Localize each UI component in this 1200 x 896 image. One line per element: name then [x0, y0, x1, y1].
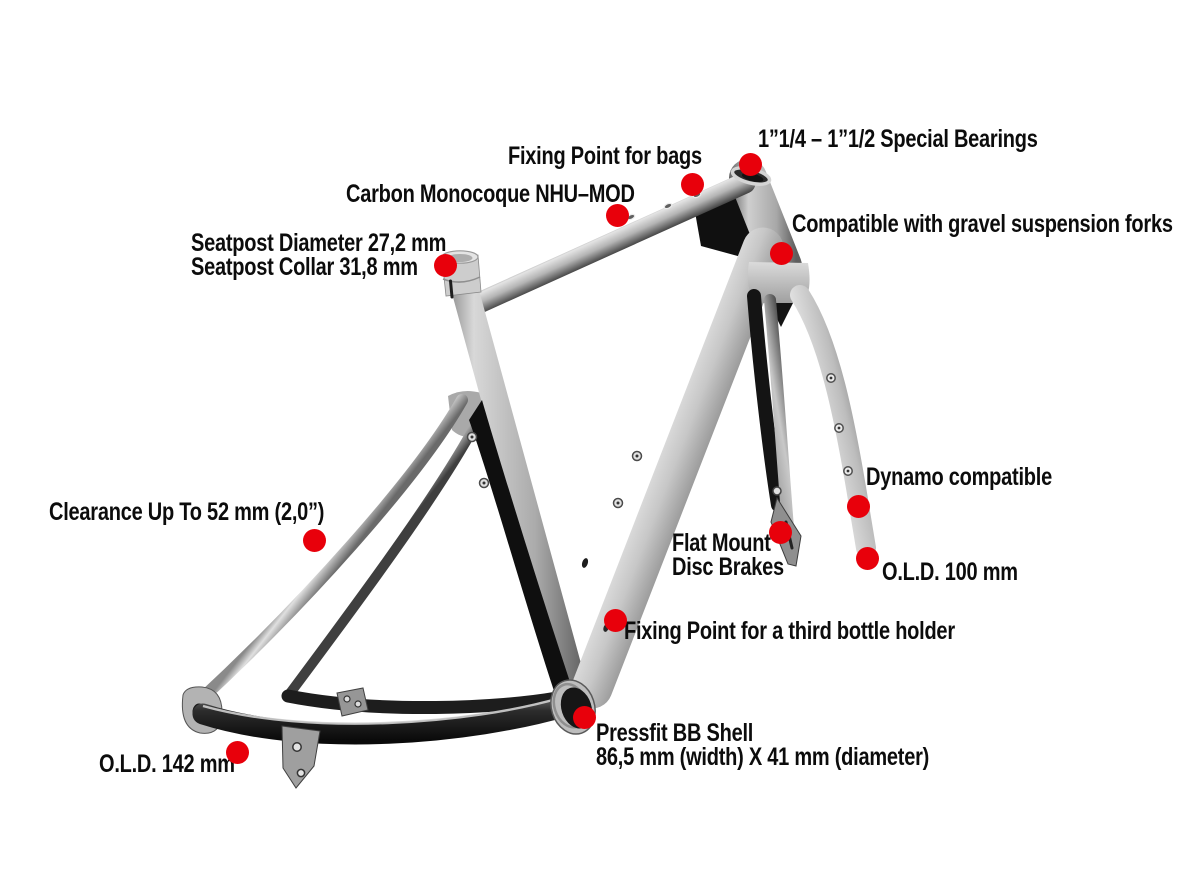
fork-leg-far — [747, 289, 785, 512]
marker-pressfit-bb — [573, 706, 596, 729]
label-fixing-bags: Fixing Point for bags — [508, 142, 702, 170]
marker-special-bearings — [739, 153, 762, 176]
label-special-bearings: 1”1/4 – 1”1/2 Special Bearings — [758, 125, 1038, 153]
label-old-100: O.L.D. 100 mm — [882, 558, 1018, 586]
rear-flat-mount — [336, 687, 369, 717]
fork-leg-inner — [764, 294, 794, 534]
marker-flat-mount — [769, 521, 792, 544]
label-pressfit-bb: Pressfit BB Shell 86,5 mm (width) X 41 m… — [596, 719, 930, 771]
marker-third-bottle — [604, 609, 627, 632]
chainstay-near — [192, 695, 577, 745]
marker-seatpost — [434, 254, 457, 277]
marker-dynamo — [847, 495, 870, 518]
seat-tube-shadow — [469, 400, 576, 700]
label-third-bottle: Fixing Point for a third bottle holder — [624, 617, 955, 645]
label-flat-mount: Flat Mount Disc Brakes — [672, 529, 784, 581]
fork-leg-outer — [790, 285, 876, 558]
label-old-142: O.L.D. 142 mm — [99, 750, 235, 778]
seat-tube-bottle-bosses — [466, 431, 490, 489]
derailleur-hanger — [281, 725, 321, 789]
marker-old-142 — [226, 741, 249, 764]
seatstay-far — [283, 405, 488, 701]
marker-clearance — [303, 529, 326, 552]
label-suspension-forks: Compatible with gravel suspension forks — [792, 210, 1173, 238]
top-tube — [457, 172, 756, 319]
chainstay-highlight — [202, 696, 561, 725]
label-seatpost: Seatpost Diameter 27,2 mm Seatpost Colla… — [191, 229, 447, 281]
label-dynamo: Dynamo compatible — [866, 463, 1052, 491]
marker-fixing-bags — [681, 173, 704, 196]
fork-dynamo-bosses — [826, 373, 853, 476]
marker-carbon-monocoque — [606, 204, 629, 227]
label-carbon-monocoque: Carbon Monocoque NHU–MOD — [346, 180, 635, 208]
seat-tube — [445, 254, 591, 714]
label-clearance: Clearance Up To 52 mm (2,0”) — [49, 498, 325, 526]
marker-suspension-forks — [770, 242, 793, 265]
seatstay-near — [191, 394, 468, 709]
marker-old-100 — [856, 547, 879, 570]
chainstay-far — [281, 689, 564, 715]
